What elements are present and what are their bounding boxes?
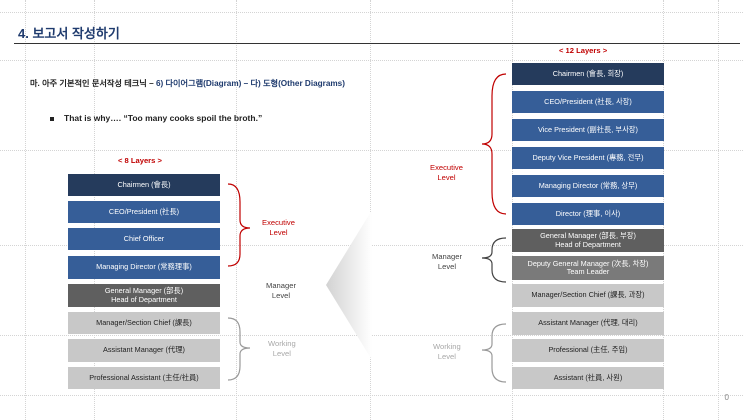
guide-line — [0, 395, 743, 396]
brace-working — [227, 317, 251, 381]
subtitle-prefix: 마. 아주 기본적인 문서작성 테크닉 – — [30, 79, 156, 88]
guide-line — [0, 60, 743, 61]
expand-arrow-shape — [326, 210, 372, 360]
left-braces — [227, 183, 251, 381]
left-box-chairmen: Chairmen (會長) — [68, 174, 220, 196]
right-box-ceo: CEO/President (社長, 사장) — [512, 91, 664, 113]
right-label-working: Working Level — [433, 342, 461, 361]
brace-working — [481, 323, 507, 383]
right-label-executive: Executive Level — [430, 163, 463, 182]
right-box-managing-director: Managing Director (常務, 상무) — [512, 175, 664, 197]
left-box-professional-assistant: Professional Assistant (主任/社員) — [68, 367, 220, 389]
guide-line — [236, 0, 237, 420]
left-box-managing-director: Managing Director (常務理事) — [68, 256, 220, 279]
guide-line — [0, 12, 743, 13]
title-divider — [14, 43, 740, 44]
guide-line — [25, 0, 26, 420]
right-box-assistant: Assistant (社員, 사원) — [512, 367, 664, 389]
right-box-director: Director (理事, 이사) — [512, 203, 664, 225]
left-box-assistant-manager: Assistant Manager (代理) — [68, 339, 220, 362]
right-box-deputy-general-manager: Deputy General Manager (次長, 차장) Team Lea… — [512, 256, 664, 280]
left-label-manager: Manager Level — [266, 281, 296, 300]
left-box-ceo: CEO/President (社長) — [68, 201, 220, 223]
right-label-manager: Manager Level — [432, 252, 462, 271]
bullet-point: That is why…. “Too many cooks spoil the … — [50, 113, 262, 123]
right-box-professional: Professional (主任, 주임) — [512, 339, 664, 362]
brace-executive — [481, 73, 507, 215]
left-label-executive: Executive Level — [262, 218, 295, 237]
guide-line — [370, 0, 371, 420]
right-box-assistant-manager: Assistant Manager (代理, 대리) — [512, 312, 664, 335]
left-box-general-manager: General Manager (部長) Head of Department — [68, 284, 220, 307]
right-box-section-chief: Manager/Section Chief (課長, 과장) — [512, 284, 664, 307]
section-subtitle: 마. 아주 기본적인 문서작성 테크닉 – 6) 다이어그램(Diagram) … — [30, 77, 345, 89]
right-braces — [481, 73, 507, 383]
left-label-working: Working Level — [268, 339, 296, 358]
brace-manager — [481, 237, 507, 283]
right-box-chairmen: Chairmen (會長, 회장) — [512, 63, 664, 85]
right-box-deputy-vp: Deputy Vice President (專務, 전무) — [512, 147, 664, 169]
bullet-icon — [50, 116, 54, 121]
right-box-general-manager: General Manager (部長, 부장) Head of Departm… — [512, 229, 664, 252]
bullet-text: That is why…. “Too many cooks spoil the … — [64, 113, 263, 123]
left-box-chief-officer: Chief Officer — [68, 228, 220, 250]
left-chart-heading: < 8 Layers > — [118, 156, 162, 165]
page-number: 0 — [724, 393, 729, 402]
page-title: 4. 보고서 작성하기 — [18, 26, 120, 41]
brace-executive — [227, 183, 251, 267]
guide-line — [0, 150, 743, 151]
right-chart-heading: < 12 Layers > — [559, 46, 608, 55]
subtitle-highlight: 6) 다이어그램(Diagram) – 다) 도형(Other Diagrams… — [155, 79, 345, 88]
left-box-section-chief: Manager/Section Chief (課長) — [68, 312, 220, 334]
right-box-vice-president: Vice President (副社長, 부사장) — [512, 119, 664, 141]
guide-line — [718, 0, 719, 420]
